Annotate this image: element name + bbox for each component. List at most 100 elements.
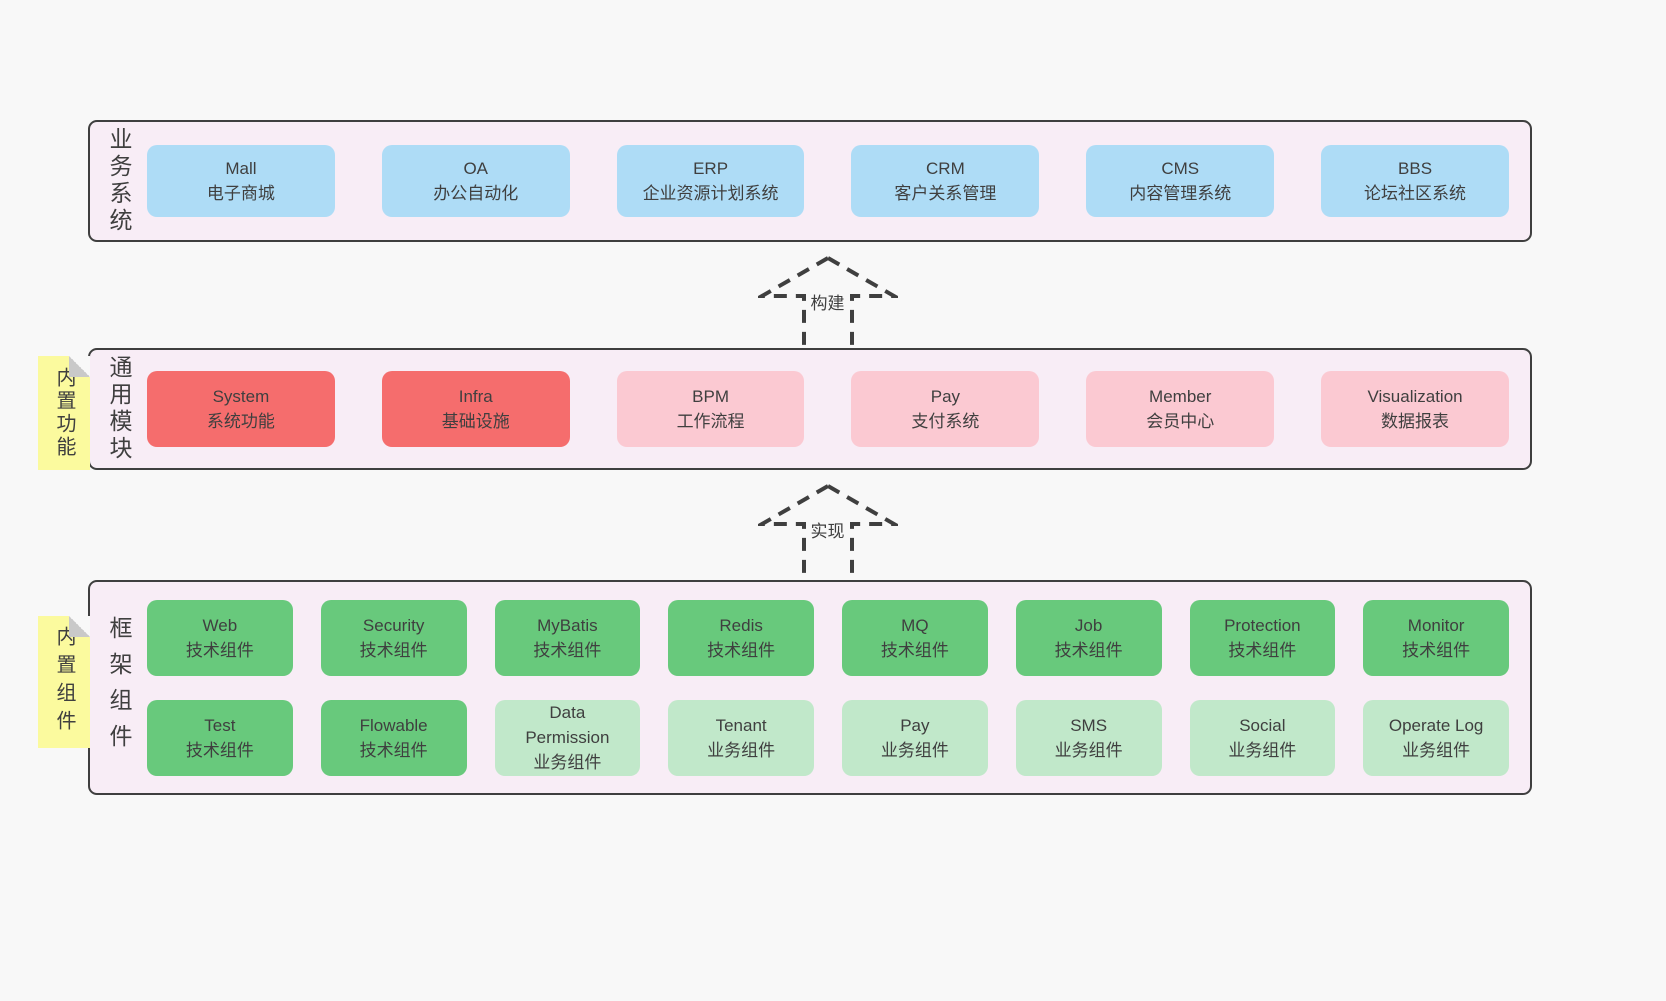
module-box-subtitle: 客户关系管理 bbox=[894, 184, 997, 203]
module-box-subtitle: 技术组件 bbox=[359, 640, 428, 660]
module-box-subtitle: 企业资源计划系统 bbox=[642, 184, 779, 203]
band-framework-components-label-col: 框架组件 bbox=[90, 582, 147, 793]
module-box-subtitle: 业务组件 bbox=[880, 740, 949, 760]
module-box-redis: Redis 技术组件 bbox=[668, 599, 814, 676]
module-box-subtitle: 办公自动化 bbox=[433, 184, 519, 203]
arrow-row-implement: 实现 bbox=[88, 470, 1532, 580]
build-arrow: 构建 bbox=[757, 242, 898, 348]
implement-arrow: 实现 bbox=[757, 470, 898, 576]
module-box-subtitle: 系统功能 bbox=[206, 412, 275, 431]
module-box-title: OA bbox=[463, 159, 489, 178]
module-box-security: Security 技术组件 bbox=[320, 599, 467, 676]
module-box-sms: SMS 业务组件 bbox=[1015, 699, 1162, 776]
module-box-title: Mall bbox=[225, 159, 257, 178]
module-box-subtitle: 技术组件 bbox=[359, 740, 428, 760]
implement-arrow-label: 实现 bbox=[807, 522, 848, 543]
band-common-modules-label: 通用模块 bbox=[106, 355, 132, 463]
module-box-monitor: Monitor 技术组件 bbox=[1363, 599, 1509, 676]
module-box-subtitle: 技术组件 bbox=[1402, 640, 1471, 660]
module-box-title: Member bbox=[1149, 387, 1212, 406]
module-box-title: Data Permission bbox=[525, 703, 610, 747]
module-box-title: Infra bbox=[458, 387, 493, 406]
module-box-subtitle: 技术组件 bbox=[185, 640, 254, 660]
module-box-subtitle: 技术组件 bbox=[707, 640, 776, 660]
band-business-systems-label-col: 业务系统 bbox=[90, 122, 147, 240]
module-box-subtitle: 业务组件 bbox=[707, 740, 776, 760]
module-box-title: Protection bbox=[1224, 615, 1301, 635]
module-box-title: Security bbox=[362, 615, 425, 635]
module-box-title: Monitor bbox=[1407, 615, 1465, 635]
module-box-title: Redis bbox=[719, 615, 763, 635]
module-box-title: CMS bbox=[1161, 159, 1200, 178]
module-box-subtitle: 技术组件 bbox=[880, 640, 949, 660]
module-box-title: BBS bbox=[1398, 159, 1433, 178]
module-box-bbs: BBS 论坛社区系统 bbox=[1321, 145, 1509, 217]
module-box-subtitle: 基础设施 bbox=[441, 412, 510, 431]
band-common-modules-label-col: 通用模块 bbox=[90, 350, 147, 468]
folded-corner-icon bbox=[69, 616, 90, 637]
module-box-subtitle: 技术组件 bbox=[185, 740, 254, 760]
module-box-title: Web bbox=[202, 615, 238, 635]
module-box-title: BPM bbox=[692, 387, 729, 406]
band-common-modules: 内置功能 通用模块 System 系统功能 Infra 基础设施 BPM 工作流程 Pay 支… bbox=[38, 348, 1532, 470]
sticky-note-builtin-features-label: 内置功能 bbox=[53, 367, 75, 459]
dashed-up-arrow-icon bbox=[757, 484, 898, 576]
module-box-subtitle: 内容管理系统 bbox=[1129, 184, 1232, 203]
module-box-subtitle: 论坛社区系统 bbox=[1364, 184, 1467, 203]
module-box-web: Web 技术组件 bbox=[147, 599, 293, 676]
band-business-systems-label: 业务系统 bbox=[106, 127, 132, 235]
sticky-note-builtin-components: 内置组件 bbox=[38, 616, 90, 748]
module-box-title: MyBatis bbox=[537, 615, 598, 635]
module-box-infra: Infra 基础设施 bbox=[381, 371, 570, 447]
build-arrow-label: 构建 bbox=[807, 294, 848, 315]
folded-corner-icon bbox=[69, 356, 90, 377]
module-box-title: Pay bbox=[900, 715, 930, 735]
module-box-cms: CMS 内容管理系统 bbox=[1086, 145, 1275, 217]
module-box-subtitle: 业务组件 bbox=[1054, 740, 1123, 760]
module-box-subtitle: 支付系统 bbox=[911, 412, 980, 431]
module-box-job: Job 技术组件 bbox=[1015, 599, 1162, 676]
module-box-title: Pay bbox=[930, 387, 961, 406]
module-box-title: Social bbox=[1239, 715, 1286, 735]
module-box-title: Visualization bbox=[1367, 387, 1463, 406]
sticky-note-builtin-components-label: 内置组件 bbox=[53, 626, 75, 738]
module-box-pay: Pay 支付系统 bbox=[851, 371, 1040, 447]
module-box-pay: Pay 业务组件 bbox=[842, 699, 988, 776]
module-box-title: System bbox=[212, 387, 270, 406]
module-box-subtitle: 技术组件 bbox=[1054, 640, 1123, 660]
module-box-system: System 系统功能 bbox=[147, 371, 335, 447]
arrow-row-build: 构建 bbox=[88, 242, 1532, 348]
dashed-up-arrow-icon bbox=[757, 256, 898, 348]
module-box-mall: Mall 电子商城 bbox=[147, 145, 335, 217]
module-box-title: Operate Log bbox=[1388, 715, 1484, 735]
module-box-bpm: BPM 工作流程 bbox=[616, 371, 805, 447]
module-box-title: Test bbox=[204, 715, 236, 735]
module-box-crm: CRM 客户关系管理 bbox=[851, 145, 1040, 217]
module-box-subtitle: 业务组件 bbox=[1402, 740, 1471, 760]
module-box-subtitle: 工作流程 bbox=[676, 412, 745, 431]
module-box-title: SMS bbox=[1070, 715, 1108, 735]
module-box-title: Job bbox=[1074, 615, 1103, 635]
module-box-mybatis: MyBatis 技术组件 bbox=[494, 599, 641, 676]
module-box-title: Tenant bbox=[715, 715, 767, 735]
module-box-operate-log: Operate Log 业务组件 bbox=[1363, 699, 1509, 776]
module-box-subtitle: 电子商城 bbox=[206, 184, 275, 203]
module-box-subtitle: 技术组件 bbox=[533, 640, 602, 660]
sticky-note-builtin-features: 内置功能 bbox=[38, 356, 90, 470]
module-box-title: CRM bbox=[926, 159, 965, 178]
